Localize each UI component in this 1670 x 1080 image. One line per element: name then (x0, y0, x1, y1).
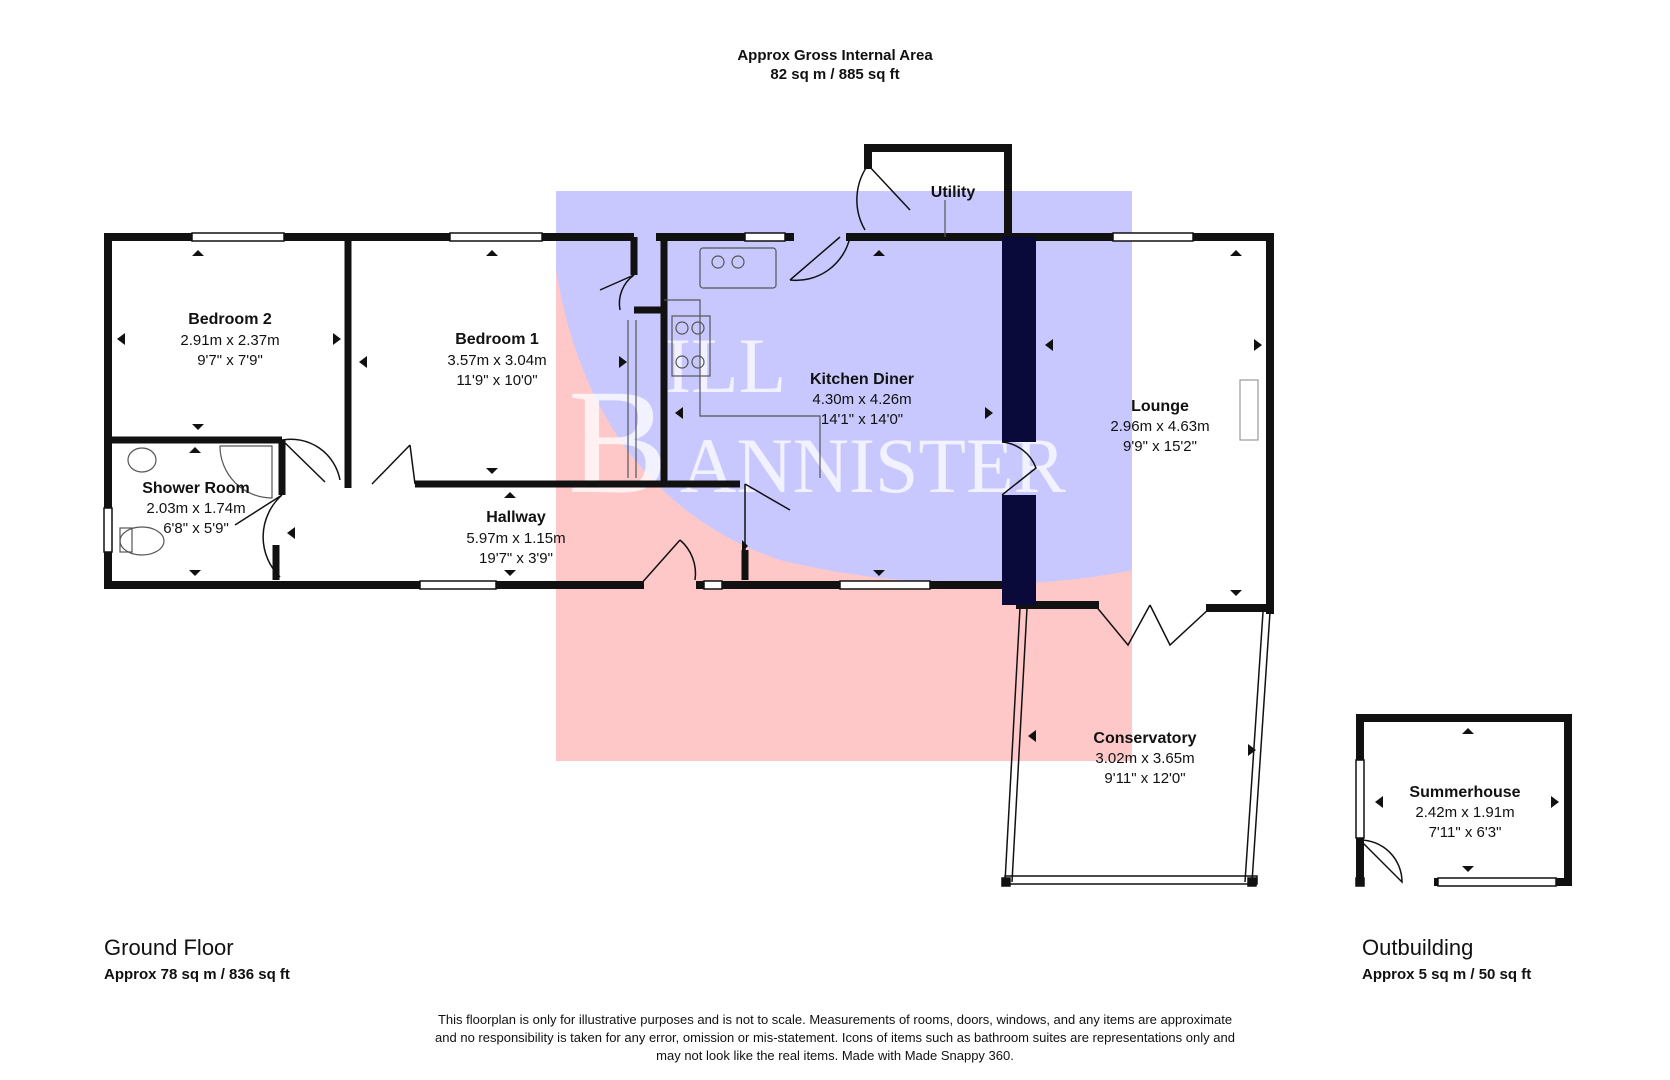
disclaimer-line-1: This floorplan is only for illustrative … (437, 1012, 1233, 1027)
disclaimer-line-3: may not look like the real items. Made w… (656, 1048, 1014, 1063)
lounge-name: Lounge (1131, 398, 1189, 415)
bedroom2-name: Bedroom 2 (188, 311, 272, 328)
conservatory-metric: 3.02m x 3.65m (1095, 750, 1194, 767)
shower-room-imperial: 6'8" x 5'9" (163, 520, 229, 537)
ground-floor-area: Approx 78 sq m / 836 sq ft (104, 966, 290, 983)
disclaimer-line-2: and no responsibility is taken for any e… (435, 1030, 1235, 1045)
lounge-imperial: 9'9" x 15'2" (1123, 438, 1197, 455)
interior-walls (108, 237, 749, 580)
conservatory-imperial: 9'11" x 12'0" (1104, 770, 1185, 787)
summerhouse-name: Summerhouse (1409, 784, 1520, 801)
disclaimer: This floorplan is only for illustrative … (360, 1011, 1310, 1065)
room-labels: Bedroom 2 2.91m x 2.37m 9'7" x 7'9" Bedr… (142, 184, 1520, 841)
lounge-metric: 2.96m x 4.63m (1110, 418, 1209, 435)
conservatory-name: Conservatory (1093, 730, 1196, 747)
gross-area-value: 82 sq m / 885 sq ft (770, 66, 900, 83)
kitchen-diner-imperial: 14'1" x 14'0" (821, 411, 903, 428)
svg-text:ILL: ILL (665, 322, 786, 409)
bedroom2-metric: 2.91m x 2.37m (180, 332, 279, 349)
utility-name: Utility (931, 184, 976, 201)
outbuilding-area: Approx 5 sq m / 50 sq ft (1362, 966, 1532, 983)
kitchen-fixtures (627, 200, 1259, 478)
bedroom1-metric: 3.57m x 3.04m (447, 352, 546, 369)
summerhouse-imperial: 7'11" x 6'3" (1429, 824, 1502, 841)
bedroom2-imperial: 9'7" x 7'9" (197, 352, 263, 369)
kitchen-diner-name: Kitchen Diner (810, 371, 914, 388)
bedroom1-name: Bedroom 1 (455, 331, 539, 348)
kitchen-diner-metric: 4.30m x 4.26m (812, 391, 911, 408)
bedroom1-imperial: 11'9" x 10'0" (456, 372, 537, 389)
conservatory-frame (1001, 607, 1271, 887)
svg-text:B: B (568, 359, 668, 525)
hallway-metric: 5.97m x 1.15m (466, 530, 565, 547)
hallway-name: Hallway (486, 509, 546, 526)
shower-room-metric: 2.03m x 1.74m (146, 500, 245, 517)
shower-room-name: Shower Room (142, 480, 250, 497)
windows (103, 232, 1194, 590)
outbuilding-label: Outbuilding (1362, 935, 1474, 960)
watermark-logo: B ILL ANNISTER (556, 191, 1132, 761)
ground-floor-label: Ground Floor (104, 935, 234, 960)
gross-area-title: Approx Gross Internal Area (737, 47, 933, 64)
shower-fixtures (119, 445, 273, 556)
hallway-imperial: 19'7" x 3'9" (479, 550, 553, 567)
summerhouse-openings (1355, 759, 1557, 887)
summerhouse-metric: 2.42m x 1.91m (1415, 804, 1514, 821)
doors (234, 164, 1211, 647)
dimension-arrows (117, 250, 1559, 872)
chimney-breast (1002, 237, 1036, 605)
